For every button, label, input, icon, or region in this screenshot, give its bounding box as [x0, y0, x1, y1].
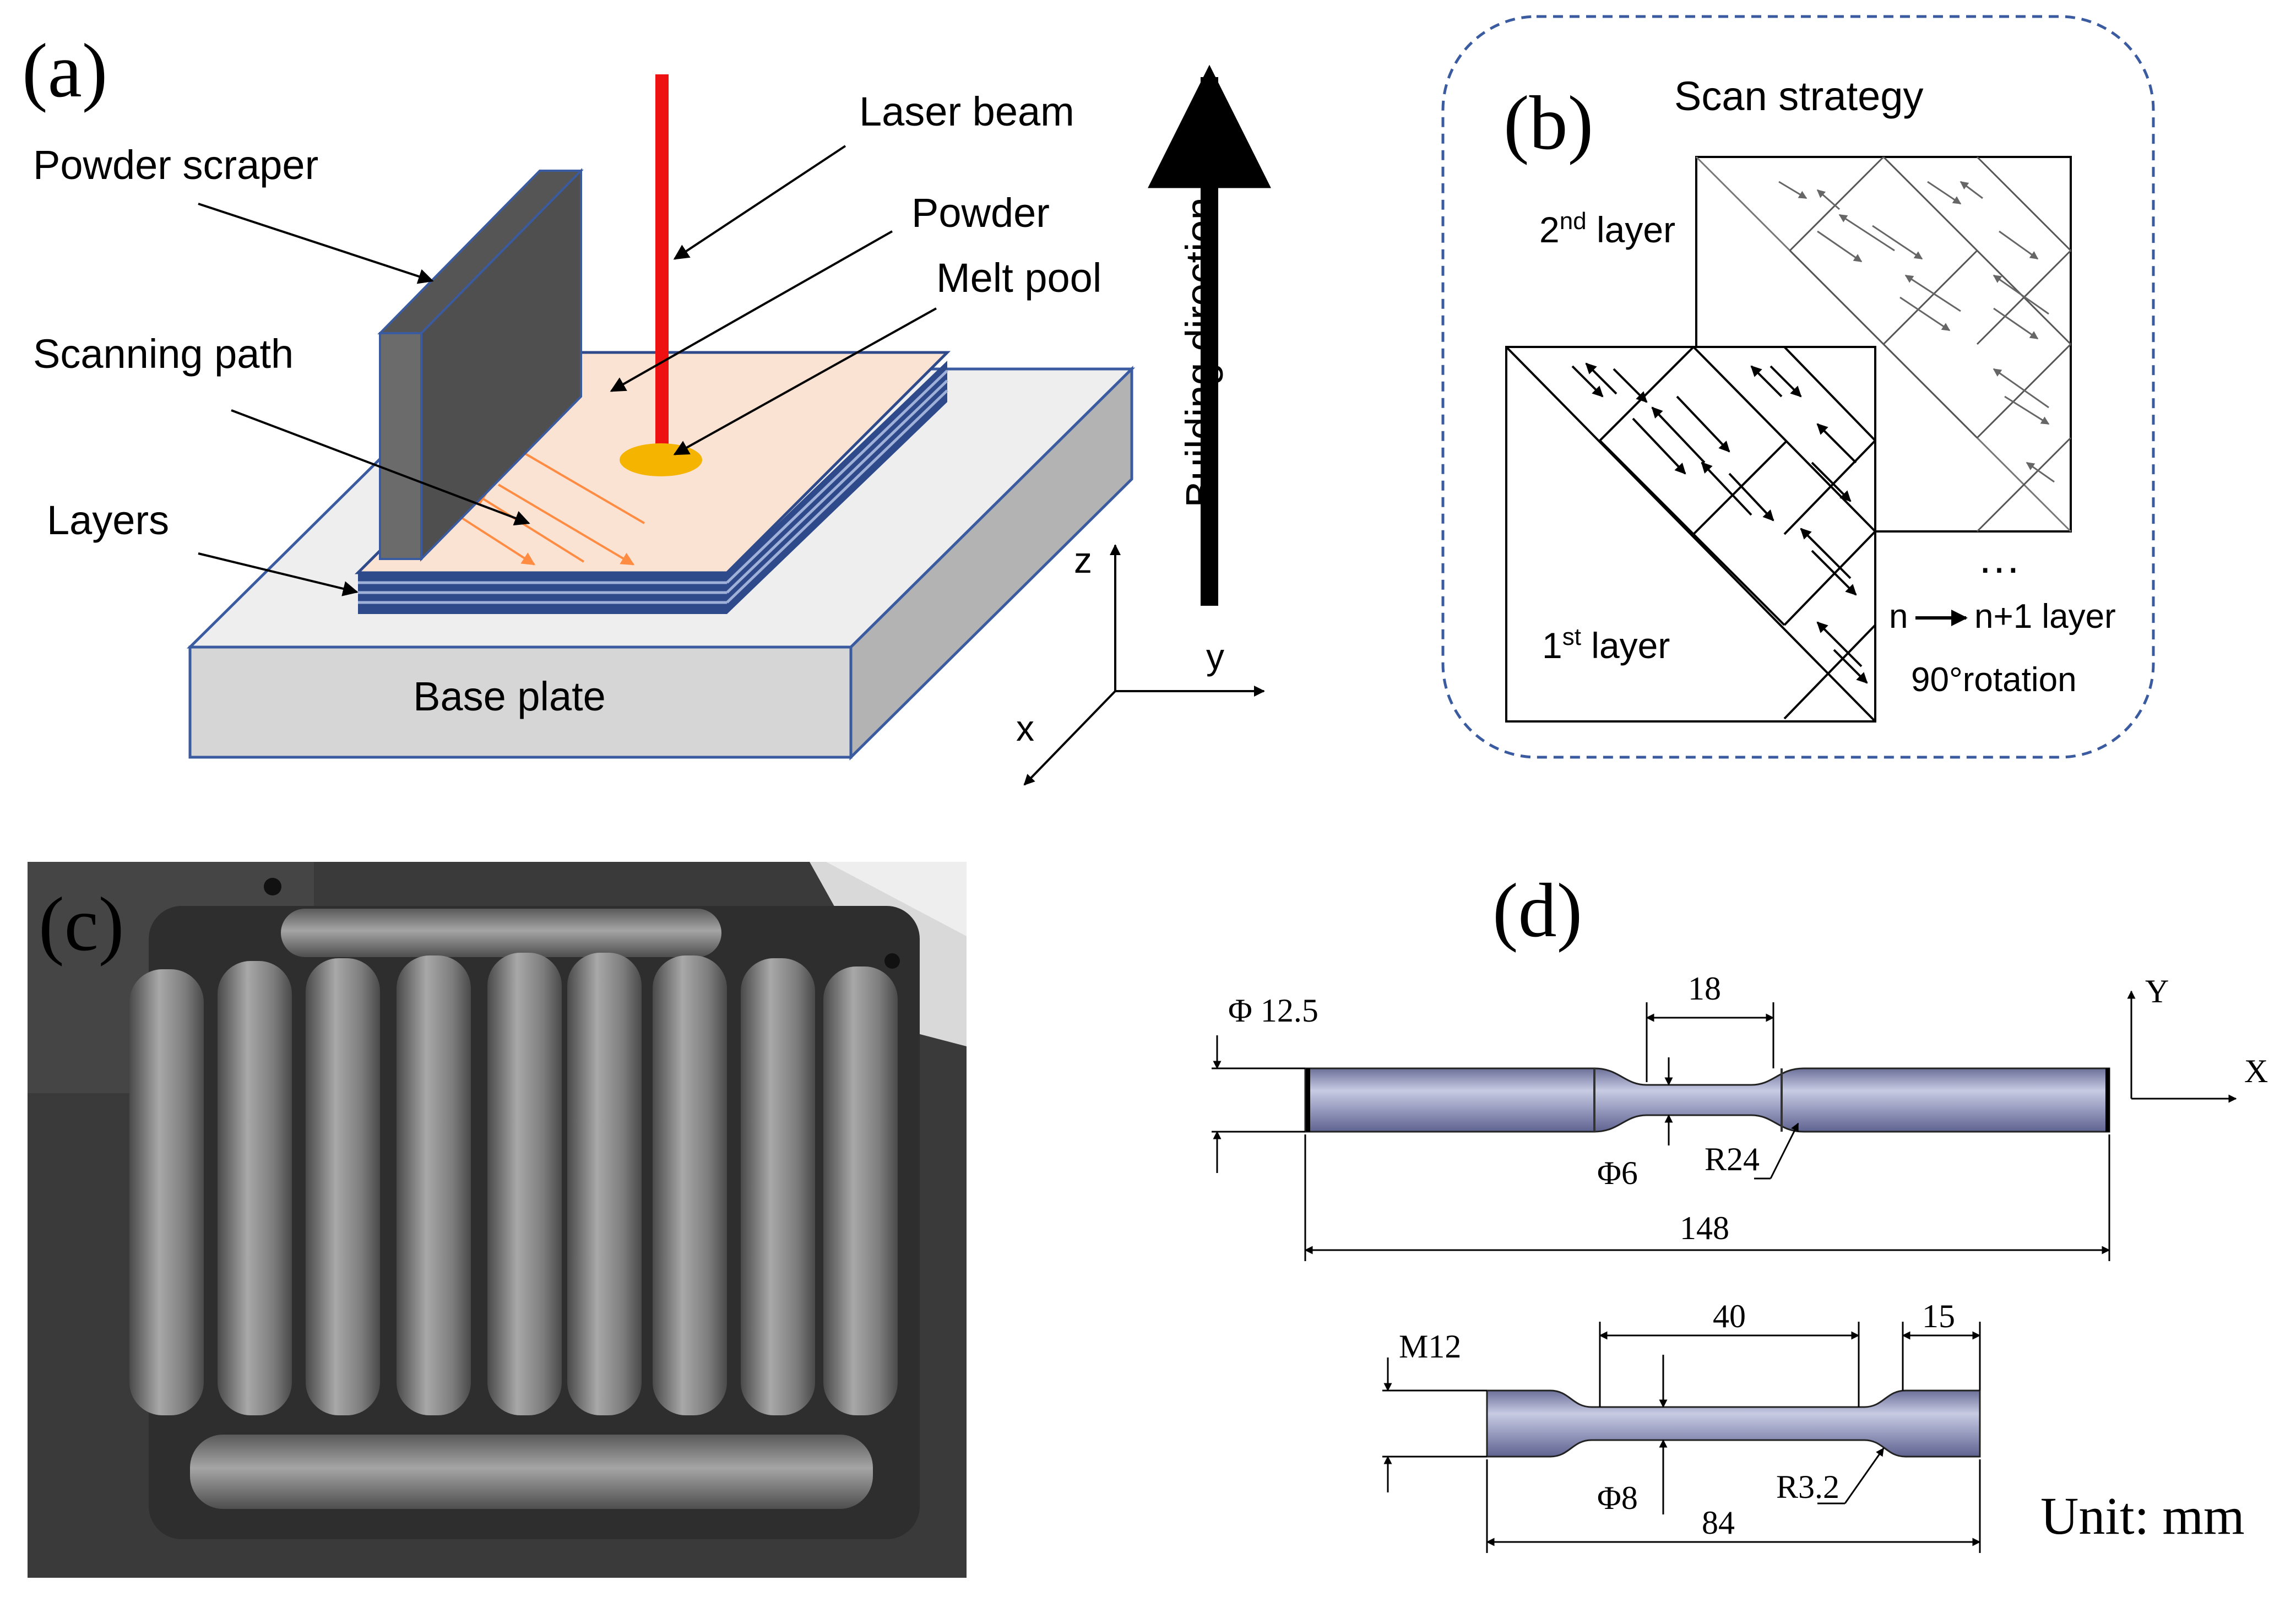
- vertical-bars: [129, 953, 898, 1415]
- top-horizontal-bar: [281, 909, 721, 957]
- bottom-end-length-label: 15: [1922, 1298, 1955, 1334]
- panel-b: (b) Scan strategy: [1441, 15, 2155, 759]
- top-gauge-diameter-label: Φ6: [1597, 1155, 1638, 1191]
- scanning-path-arrows: [456, 445, 645, 566]
- axis-y-label: y: [1206, 636, 1224, 677]
- melt-pool-pointer: [673, 307, 937, 455]
- scraper-pointer: [198, 203, 434, 284]
- layers-stack: [358, 361, 948, 614]
- powder-label: Powder: [911, 190, 1050, 236]
- coordinate-axes-d: [2127, 990, 2237, 1103]
- building-direction-label: Building direction: [1177, 197, 1223, 508]
- laser-beam-label: Laser beam: [859, 89, 1074, 134]
- ellipsis-label: …: [1977, 533, 2021, 582]
- bottom-gauge-diameter-label: Φ8: [1597, 1480, 1638, 1516]
- n-label: n: [1889, 598, 1908, 636]
- panel-d: (d) Φ 12.5 18 Φ6: [1212, 868, 2268, 1553]
- base-plate-label: Base plate: [413, 674, 606, 719]
- panel-a: (a) Base plate: [22, 28, 1271, 786]
- powder-scraper-label: Powder scraper: [33, 142, 318, 188]
- top-grip-diameter-label: Φ 12.5: [1228, 992, 1318, 1029]
- top-total-length-label: 148: [1680, 1210, 1729, 1246]
- scan-strategy-box: [1441, 15, 2155, 759]
- scanning-path-pointer: [231, 409, 530, 526]
- axis-z-label: z: [1074, 540, 1092, 580]
- layer-2-label: 2nd layer: [1539, 208, 1675, 250]
- axis-x-label: x: [1016, 708, 1034, 748]
- bottom-horizontal-bar: [190, 1435, 873, 1509]
- scanning-path-label: Scanning path: [33, 331, 294, 377]
- top-dimensions: [1212, 1002, 2110, 1261]
- panel-d-label: (d): [1492, 868, 1582, 953]
- layers-label: Layers: [47, 497, 169, 543]
- panel-b-label: (b): [1503, 80, 1593, 166]
- axis-Y-label: Y: [2145, 973, 2169, 1009]
- bottom-dimensions: [1382, 1322, 1981, 1553]
- laser-beam: [655, 74, 669, 460]
- specimen-top: [1304, 1067, 2110, 1133]
- bottom-gauge-length-label: 40: [1713, 1298, 1746, 1334]
- bottom-radius-label: R3.2: [1776, 1469, 1839, 1505]
- powder-pointer: [610, 230, 893, 392]
- layer-1-label: 1st layer: [1542, 623, 1670, 666]
- specimen-bottom: [1486, 1389, 1981, 1458]
- melt-pool-label: Melt pool: [936, 255, 1101, 301]
- scan-strategy-title: Scan strategy: [1674, 73, 1923, 119]
- rotation-label: 90°rotation: [1911, 661, 2077, 699]
- laser-beam-pointer: [673, 145, 846, 260]
- coordinate-axes-a: z y x: [1016, 540, 1265, 786]
- axis-X-label: X: [2244, 1053, 2268, 1089]
- layers-pointer: [198, 552, 359, 596]
- top-gauge-length-label: 18: [1688, 970, 1721, 1007]
- bottom-total-length-label: 84: [1702, 1505, 1735, 1541]
- layer-1-square: [1505, 346, 1876, 723]
- powder-scraper: [377, 168, 584, 562]
- n-plus-1-label: n+1 layer: [1974, 598, 2116, 636]
- base-plate-side: [849, 366, 1133, 761]
- melt-pool: [620, 443, 702, 476]
- bottom-thread-label: M12: [1399, 1328, 1461, 1365]
- top-radius-label: R24: [1705, 1141, 1760, 1177]
- unit-label: Unit: mm: [2040, 1486, 2245, 1545]
- panel-a-label: (a): [22, 28, 107, 113]
- panel-c-label: (c): [39, 882, 124, 967]
- panel-c-photo: (c): [28, 862, 967, 1578]
